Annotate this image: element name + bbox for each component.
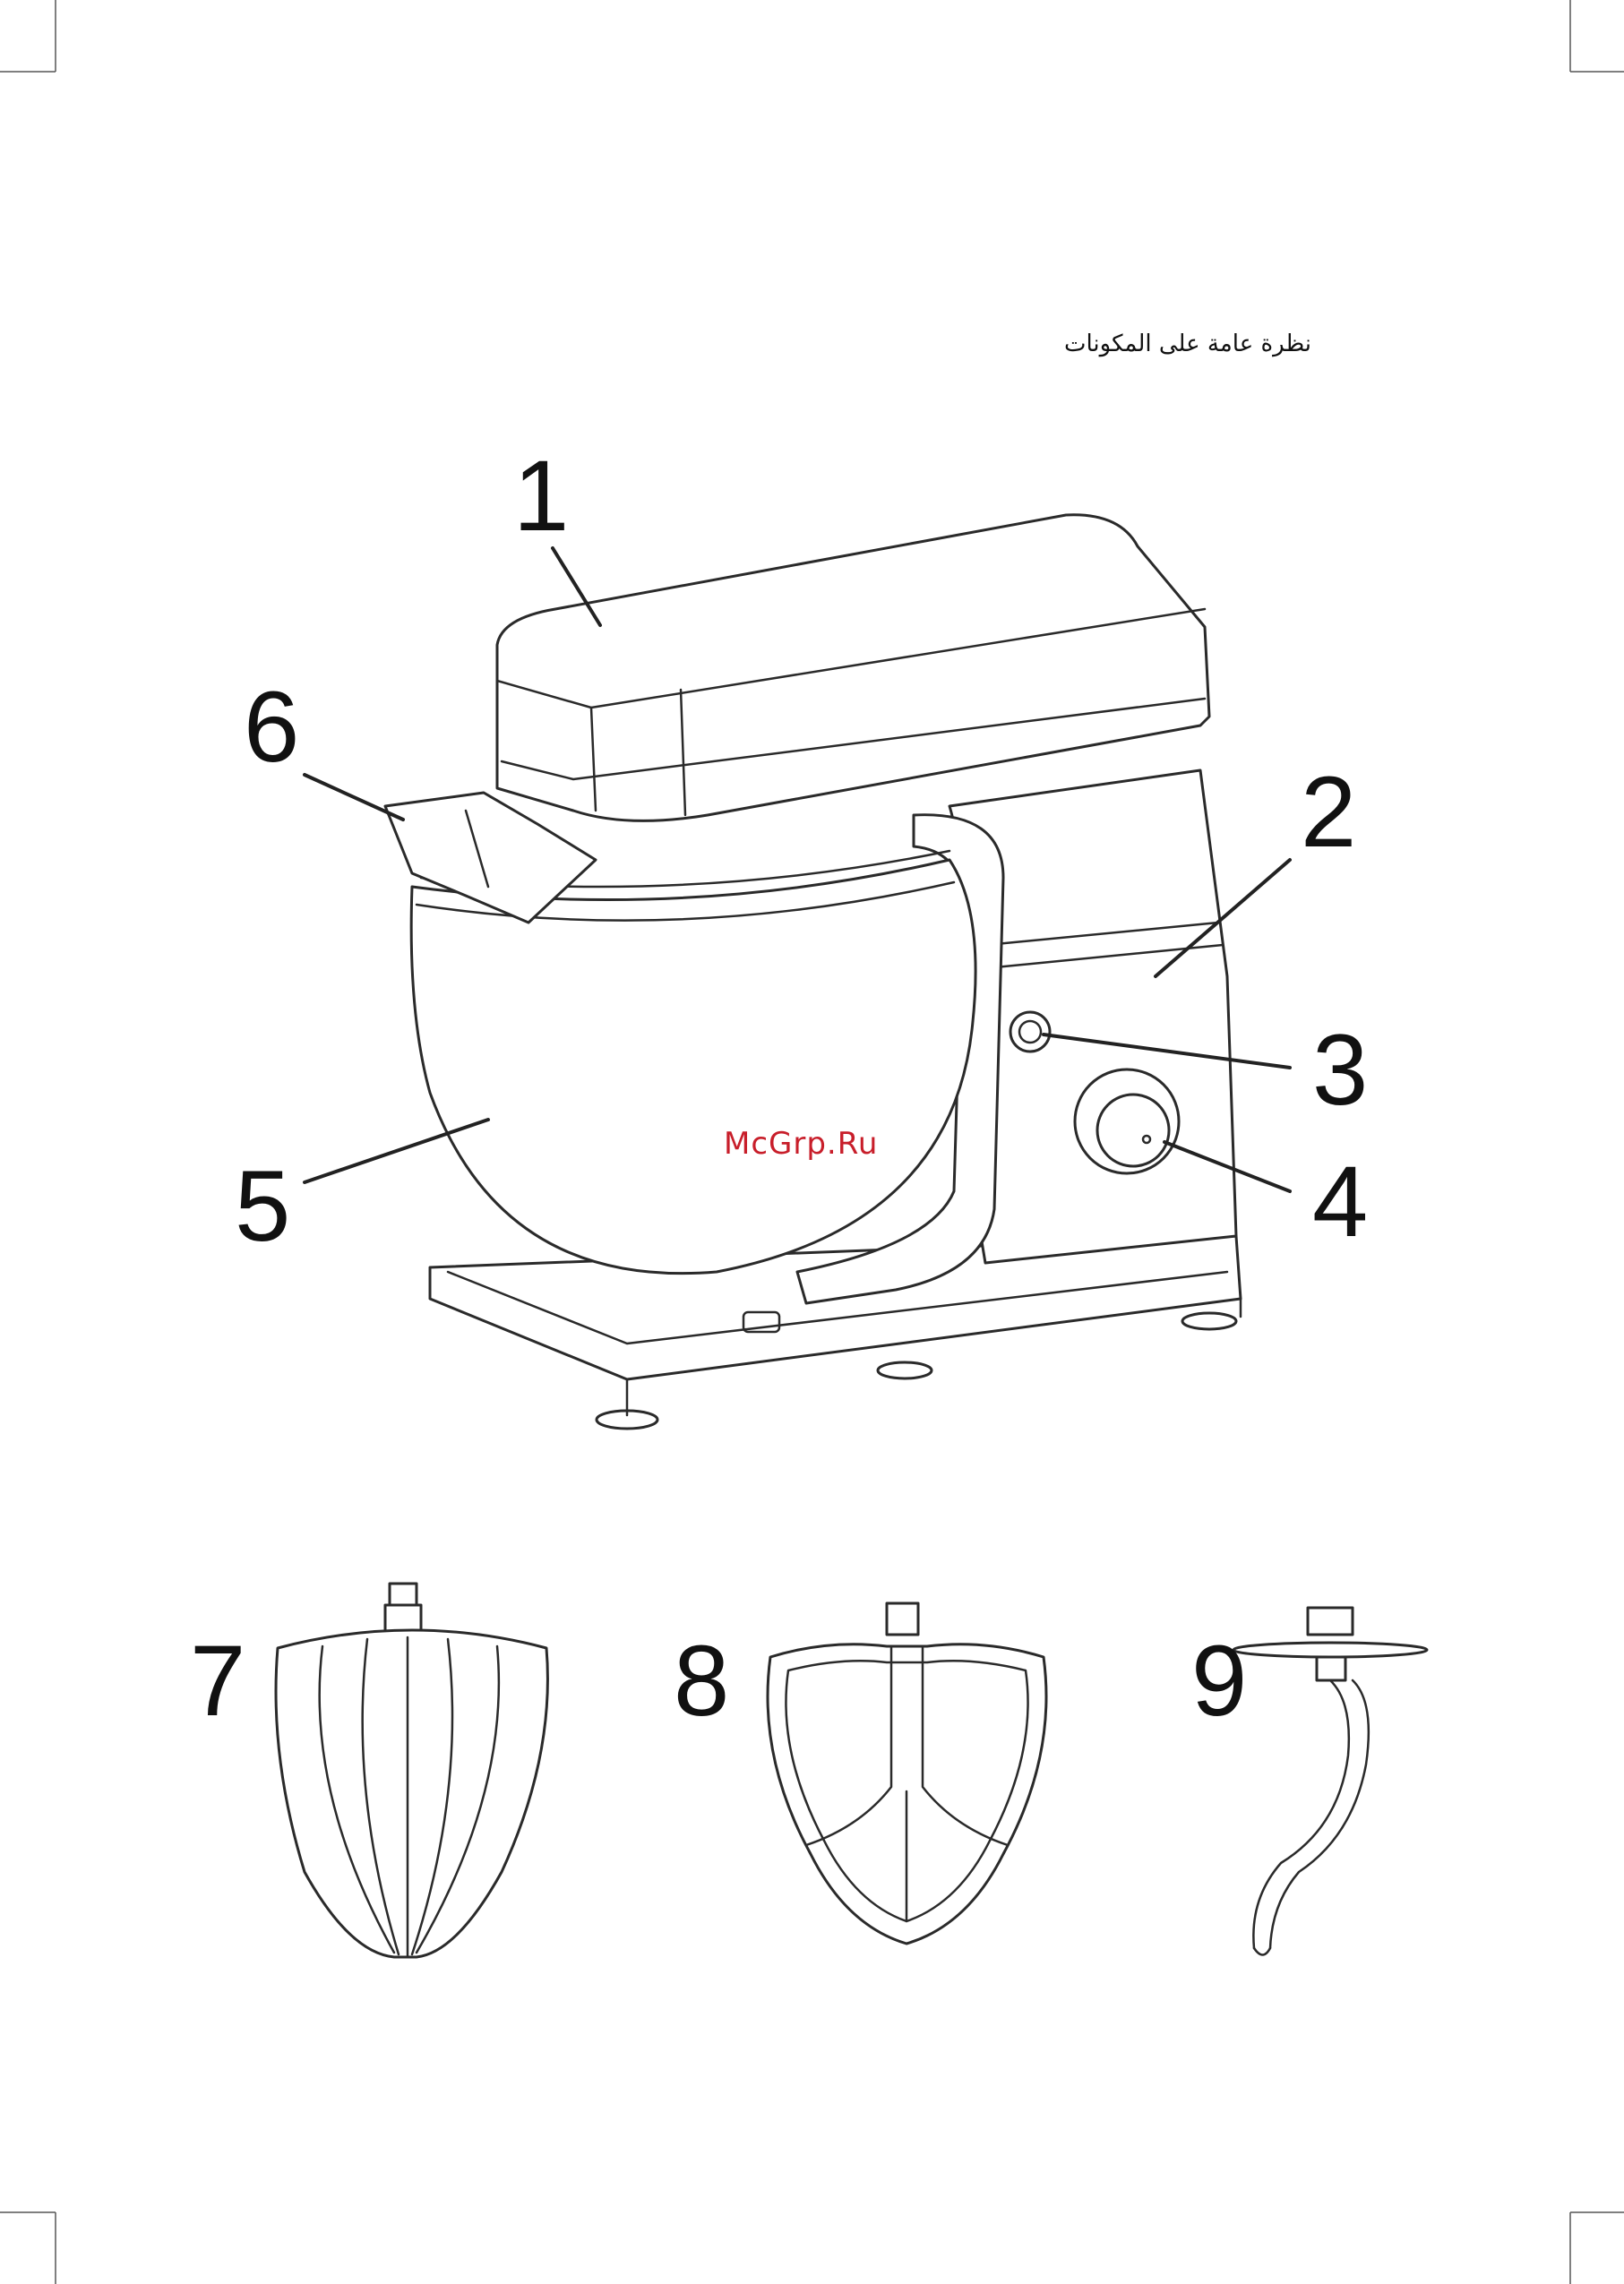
callout-8: 8	[674, 1625, 729, 1737]
callout-9: 9	[1191, 1625, 1247, 1737]
watermark: McGrp.Ru	[724, 1126, 878, 1162]
callout-4: 4	[1312, 1146, 1368, 1258]
callout-7: 7	[190, 1625, 245, 1737]
callout-3: 3	[1312, 1014, 1368, 1126]
page-title: نظرة عامة على المكونات	[1064, 331, 1311, 357]
stand-mixer-illustration	[385, 515, 1241, 1429]
callout-6: 6	[244, 671, 299, 783]
callout-5: 5	[235, 1150, 290, 1262]
wire-whisk-illustration	[276, 1584, 547, 1957]
callout-2: 2	[1301, 756, 1356, 868]
callout-1: 1	[513, 440, 569, 552]
dough-hook-illustration	[1233, 1608, 1427, 1955]
flat-beater-illustration	[768, 1603, 1046, 1944]
